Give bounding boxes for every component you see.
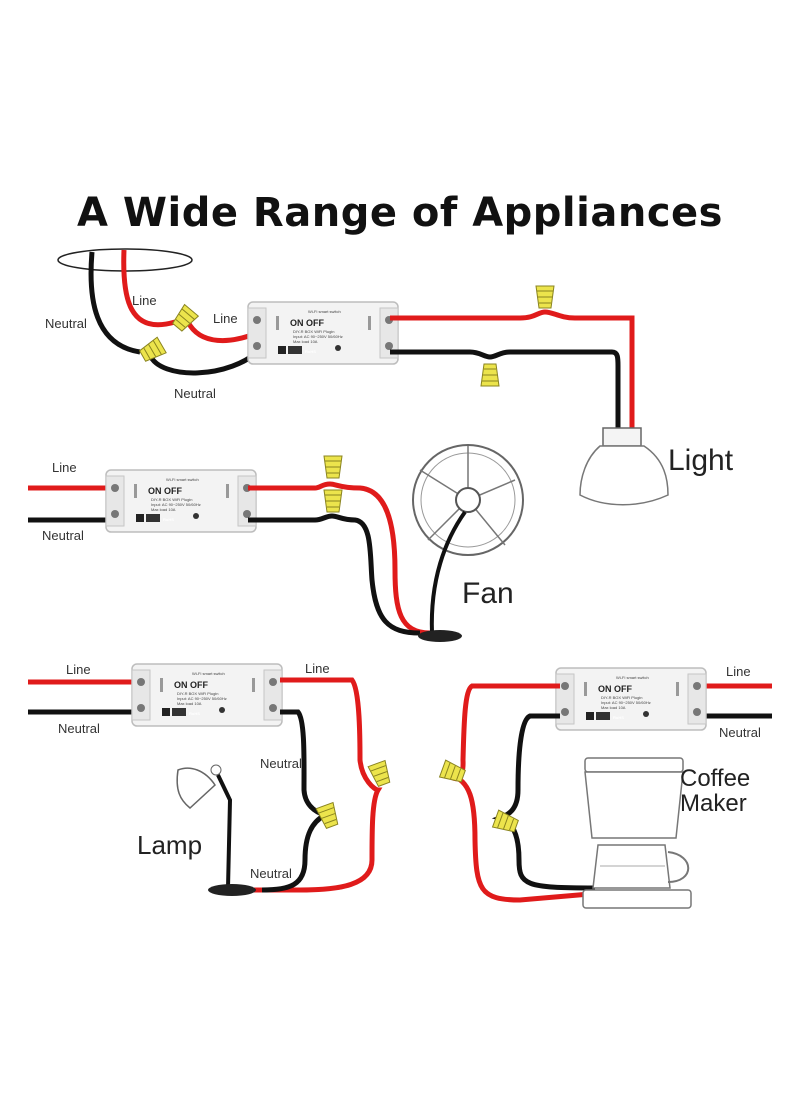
lamp-name: Lamp	[137, 830, 202, 860]
light-fixture-icon	[579, 427, 669, 506]
switch-spec3: Max load 10A	[177, 701, 202, 706]
switch-on-off: ON OFF	[290, 318, 324, 328]
switch-on-off: ON OFF	[148, 486, 182, 496]
fan-label-neutral: Neutral	[42, 528, 84, 543]
fan-line-out	[248, 481, 431, 636]
light-label-neutral2: Neutral	[174, 386, 216, 401]
switch-spec2: Input: AC 90~250V 50/60Hz	[177, 696, 227, 701]
fan-label-line: Line	[52, 460, 77, 475]
diagram-title: A Wide Range of Appliances	[77, 190, 723, 236]
switch-on-off: ON OFF	[174, 680, 208, 690]
switch-rohs: RoHS	[305, 349, 316, 354]
switch-header: Wi-Fi smart switch	[616, 675, 649, 680]
switch-rohs: RoHS	[189, 711, 200, 716]
light-neutral-out	[390, 349, 621, 430]
switch-fan-face: Wi-Fi smart switch ON OFF DIY-R BOX WiFi…	[148, 477, 201, 522]
switch-rohs: RoHS	[163, 517, 174, 522]
coffee-neutral-out	[491, 713, 596, 891]
switch-spec1: DIY-R BOX WiFi Plugin	[177, 691, 218, 696]
switch-spec1: DIY-R BOX WiFi Plugin	[151, 497, 192, 502]
switch-spec2: Input: AC 90~250V 50/60Hz	[151, 502, 201, 507]
switch-header: Wi-Fi smart switch	[166, 477, 199, 482]
switch-spec3: Max load 10A	[151, 507, 176, 512]
light-label-neutral1: Neutral	[45, 316, 87, 331]
lamp-label-line-out: Line	[305, 661, 330, 676]
light-neutral-to-switch	[147, 346, 264, 376]
switch-rohs: RoHS	[613, 715, 624, 720]
switch-lamp-face: Wi-Fi smart switch ON OFF DIY-R BOX WiFi…	[174, 671, 227, 716]
lamp-line-out	[248, 677, 383, 893]
coffee-label-line: Line	[726, 664, 751, 679]
lamp-label-neutral-out2: Neutral	[250, 866, 292, 881]
switch-spec3: Max load 10A	[601, 705, 626, 710]
lamp-neutral-out	[261, 709, 332, 893]
scene-lamp: Line Neutral Line Neutral Neutral Lamp	[28, 661, 394, 896]
coffee-name-line2: Maker	[680, 790, 747, 817]
switch-spec3: Max load 10A	[293, 339, 318, 344]
switch-coffee-face: Wi-Fi smart switch ON OFF DIY-R BOX WiFi…	[598, 675, 651, 720]
coffee-name-line1: Coffee	[680, 765, 750, 792]
fan-neutral-out	[248, 513, 421, 636]
switch-spec1: DIY-R BOX WiFi Plugin	[601, 695, 642, 700]
light-line-out	[390, 309, 635, 430]
switch-spec2: Input: AC 90~250V 50/60Hz	[601, 700, 651, 705]
light-name: Light	[668, 444, 734, 477]
coffee-maker-icon	[582, 757, 692, 909]
coffee-label-neutral: Neutral	[719, 725, 761, 740]
light-line-supply	[121, 249, 176, 328]
lamp-label-line-in: Line	[66, 662, 91, 677]
light-label-line1: Line	[132, 293, 157, 308]
light-label-line2: Line	[213, 311, 238, 326]
fan-name: Fan	[462, 577, 514, 610]
lamp-label-neutral-in: Neutral	[58, 721, 100, 736]
lamp-icon	[176, 764, 256, 896]
switch-header: Wi-Fi smart switch	[308, 309, 341, 314]
scene-coffee: Line Neutral Coffee Maker	[439, 664, 772, 909]
switch-light-face: Wi-Fi smart switch ON OFF DIY-R BOX WiFi…	[290, 309, 343, 354]
switch-on-off: ON OFF	[598, 684, 632, 694]
light-neutral-supply	[88, 251, 141, 355]
scene-light: Neutral Line Line Neutral Light	[45, 248, 734, 506]
fan-icon	[412, 444, 524, 642]
lamp-label-neutral-out1: Neutral	[260, 756, 302, 771]
switch-spec2: Input: AC 90~250V 50/60Hz	[293, 334, 343, 339]
switch-spec1: DIY-R BOX WiFi Plugin	[293, 329, 334, 334]
scene-fan: Line Neutral Fan	[28, 444, 524, 642]
switch-header: Wi-Fi smart switch	[192, 671, 225, 676]
